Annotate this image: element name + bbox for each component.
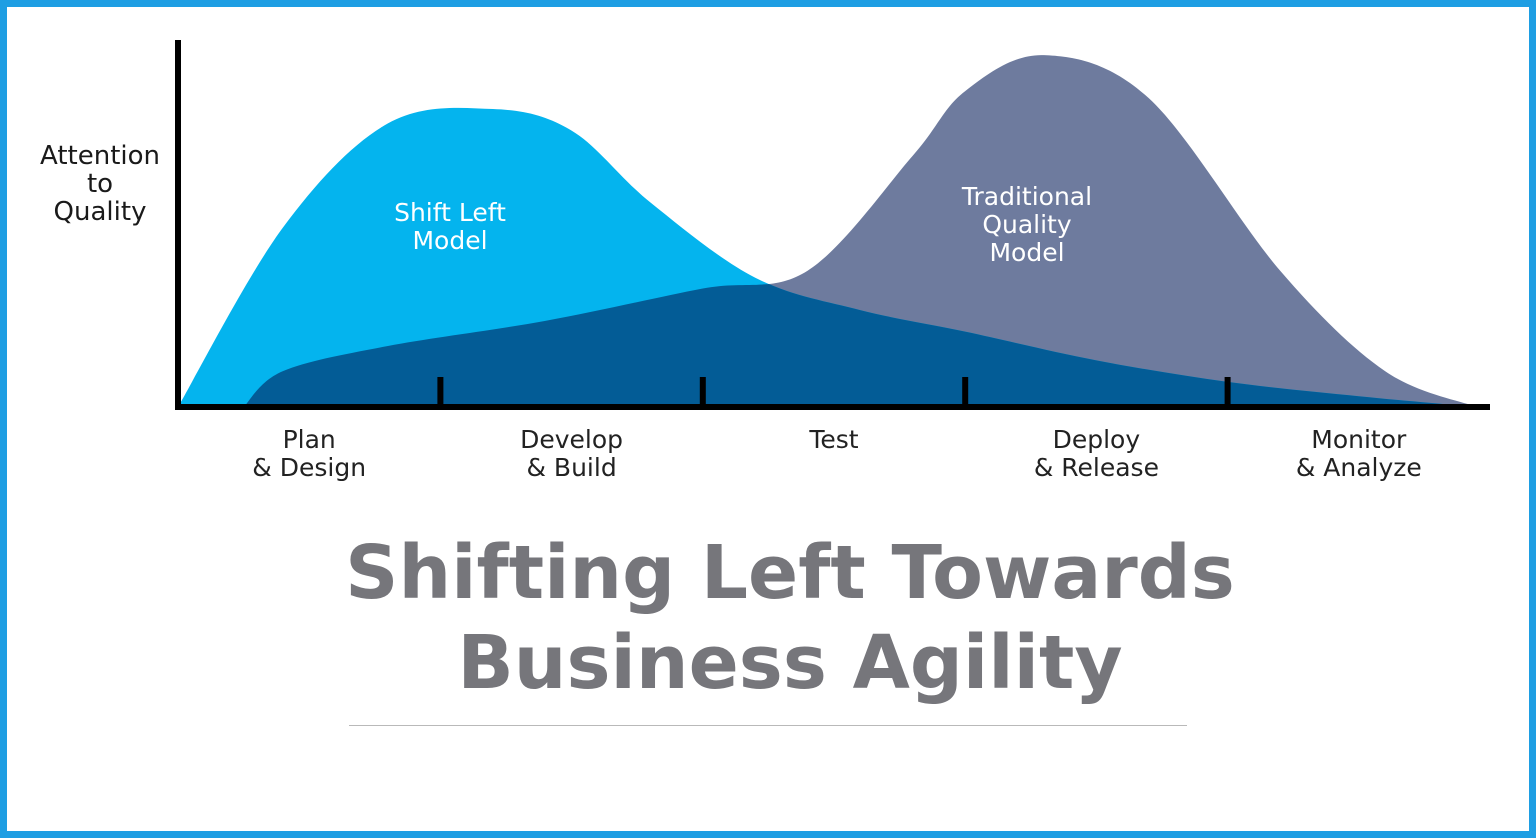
series-label-line: Model (412, 226, 488, 255)
x-tick-label-line: Test (809, 425, 859, 454)
x-tick-label-line: & Design (252, 453, 367, 482)
series-label-line: Shift Left (394, 198, 506, 227)
x-tick-label-test: Test (724, 426, 944, 454)
x-tick-label-line: Monitor (1311, 425, 1407, 454)
x-tick-label-develop-build: Develop & Build (462, 426, 682, 482)
y-axis-label: Attention to Quality (30, 142, 170, 226)
y-axis-label-line: Attention (40, 141, 160, 171)
slide-title-line: Business Agility (457, 620, 1123, 706)
x-tick-label-line: & Release (1033, 453, 1159, 482)
x-tick-label-line: & Build (526, 453, 617, 482)
x-tick-label-line: Plan (282, 425, 336, 454)
y-axis-label-line: Quality (53, 197, 147, 227)
x-tick-label-monitor-analyze: Monitor & Analyze (1249, 426, 1469, 482)
slide-title: Shifting Left Towards Business Agility (290, 528, 1290, 708)
series-label-shift-left: Shift Left Model (330, 199, 570, 255)
x-tick-label-plan-design: Plan & Design (199, 426, 419, 482)
slide-title-line: Shifting Left Towards (345, 530, 1235, 616)
series-label-line: Traditional (961, 182, 1093, 211)
title-divider (349, 725, 1187, 726)
x-tick-label-line: Develop (520, 425, 624, 454)
traditional-quality-area (243, 55, 1477, 407)
series-label-line: Model (989, 238, 1065, 267)
x-tick-label-line: Deploy (1052, 425, 1141, 454)
y-axis-label-line: to (86, 169, 114, 199)
x-tick-label-deploy-release: Deploy & Release (986, 426, 1206, 482)
series-label-line: Quality (982, 210, 1072, 239)
series-label-traditional: Traditional Quality Model (907, 183, 1147, 267)
x-tick-label-line: & Analyze (1295, 453, 1422, 482)
